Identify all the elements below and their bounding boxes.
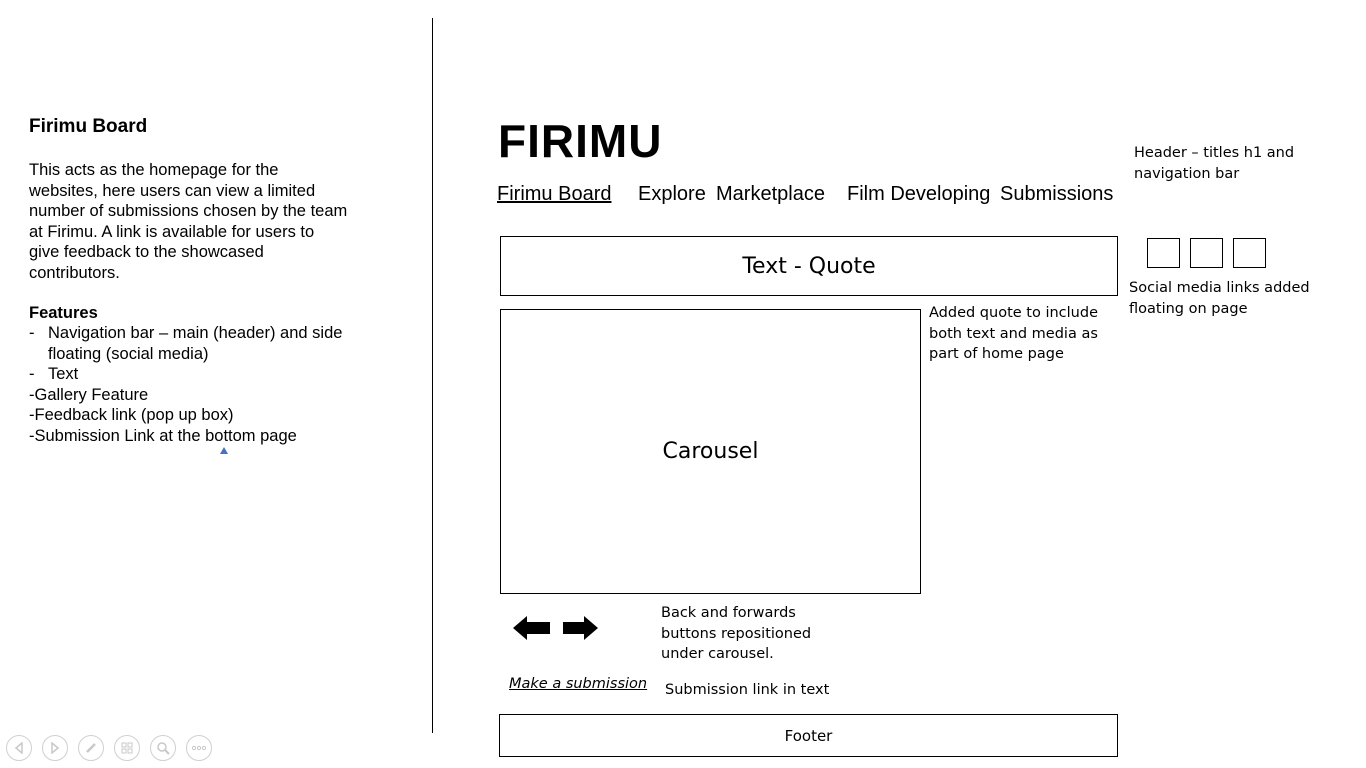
arrows-svg	[513, 616, 598, 640]
social-link-box[interactable]	[1190, 238, 1223, 268]
nav-item-marketplace[interactable]: Marketplace	[716, 183, 825, 205]
note-social: Social media links added floating on pag…	[1129, 280, 1310, 317]
feature-item: - Navigation bar – main (header) and sid…	[29, 323, 359, 364]
nav-item-film-developing[interactable]: Film Developing	[847, 183, 991, 205]
slides-icon[interactable]	[114, 735, 140, 761]
zoom-icon[interactable]	[150, 735, 176, 761]
nav-item-firimu-board[interactable]: Firimu Board	[497, 183, 612, 205]
make-submission-link[interactable]: Make a submission	[509, 676, 648, 692]
more-icon[interactable]	[186, 735, 212, 761]
feature-bullet: -	[29, 365, 35, 383]
feature-bullet: -	[29, 324, 35, 342]
feature-item: -Submission Link at the bottom page	[29, 426, 297, 445]
note-quote: Added quote to include both text and med…	[929, 305, 1098, 362]
site-logo: FIRIMU	[498, 115, 663, 167]
left-arrow-icon[interactable]	[513, 616, 550, 640]
cursor-marker	[220, 447, 228, 454]
nav-item-submissions[interactable]: Submissions	[1000, 183, 1114, 205]
carousel-arrows	[513, 612, 603, 649]
panel-title: Firimu Board	[29, 116, 148, 137]
feature-item: - Text	[29, 364, 359, 385]
previous-icon[interactable]	[6, 735, 32, 761]
features-title: Features	[29, 304, 98, 322]
carousel-box: Carousel	[500, 309, 921, 594]
right-arrow-icon[interactable]	[563, 616, 598, 640]
note-buttons: Back and forwards buttons repositioned u…	[661, 605, 812, 662]
quote-box: Text - Quote	[500, 236, 1118, 296]
social-link-box[interactable]	[1233, 238, 1266, 268]
slideshow-controls	[6, 735, 212, 761]
panel-description: This acts as the homepage for the websit…	[29, 161, 348, 282]
feature-text: Text	[48, 365, 79, 383]
footer-box: Footer	[499, 714, 1118, 757]
feature-item: -Gallery Feature	[29, 385, 149, 404]
features-list: - Navigation bar – main (header) and sid…	[29, 323, 359, 446]
next-icon[interactable]	[42, 735, 68, 761]
note-header: Header – titles h1 and navigation bar	[1134, 145, 1295, 182]
feature-text: Navigation bar – main (header) and side …	[48, 324, 343, 363]
vertical-divider	[432, 18, 433, 733]
pen-icon[interactable]	[78, 735, 104, 761]
social-link-box[interactable]	[1147, 238, 1180, 268]
nav-item-explore[interactable]: Explore	[638, 183, 706, 205]
note-submission: Submission link in text	[665, 682, 830, 698]
feature-item: -Feedback link (pop up box)	[29, 406, 234, 424]
